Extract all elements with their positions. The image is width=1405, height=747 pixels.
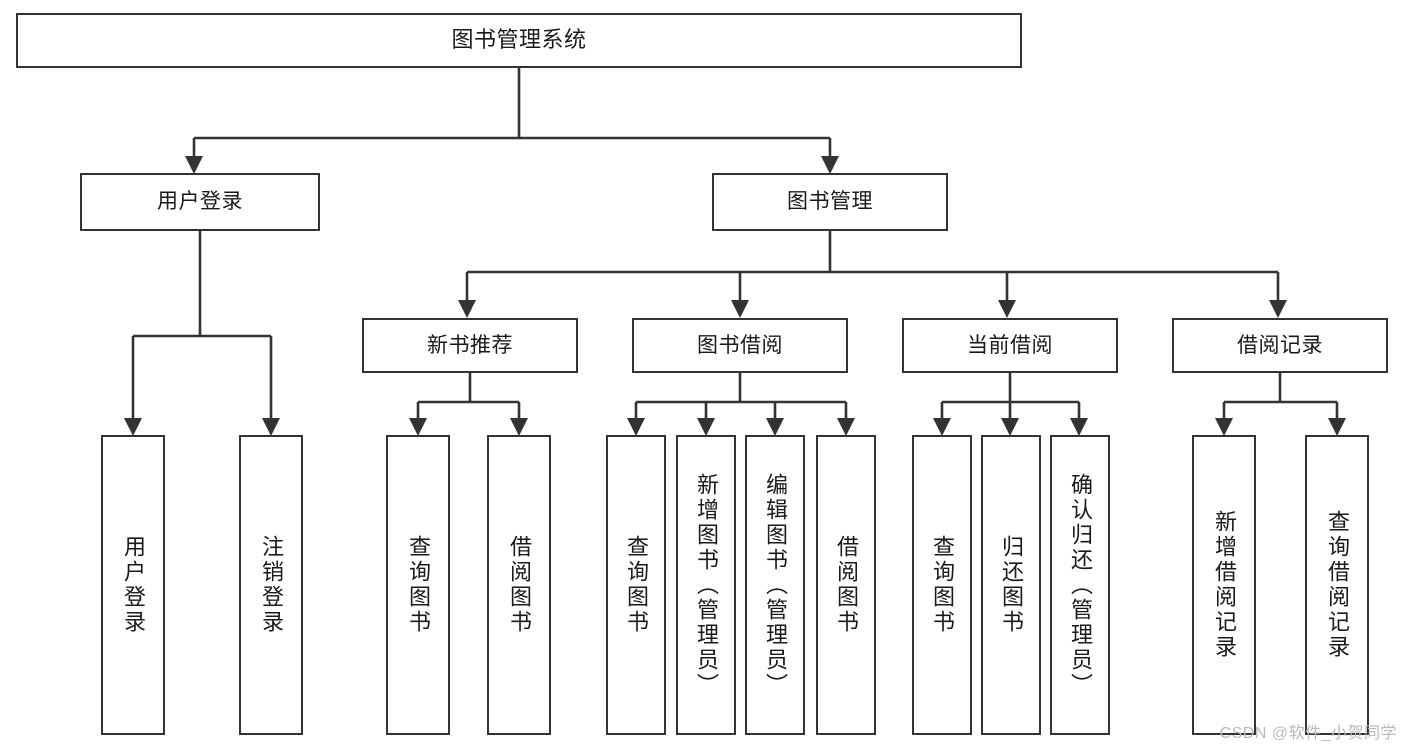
arrow-leaf-query-book-2 <box>627 418 645 436</box>
node-book-borrow[interactable]: 图书借阅 <box>632 318 848 373</box>
node-leaf-add-record[interactable]: 新增借阅记录 <box>1192 435 1256 735</box>
arrow-user-login <box>185 156 203 174</box>
node-label: 查询图书 <box>406 535 431 635</box>
node-label: 当前借阅 <box>967 333 1053 357</box>
arrow-book-borrow <box>731 300 749 318</box>
arrow-leaf-borrow-book-2 <box>837 418 855 436</box>
arrow-leaf-query-book-1 <box>409 418 427 436</box>
node-leaf-query-book-1[interactable]: 查询图书 <box>386 435 450 735</box>
node-label: 编辑图书（管理员） <box>763 472 788 698</box>
node-leaf-confirm-return[interactable]: 确认归还（管理员） <box>1050 435 1110 735</box>
arrow-leaf-confirm-return <box>1070 418 1088 436</box>
node-label: 新增借阅记录 <box>1212 510 1237 660</box>
node-label: 新书推荐 <box>427 333 513 357</box>
node-label: 新增图书（管理员） <box>694 472 719 698</box>
node-leaf-logout-login[interactable]: 注销登录 <box>239 435 303 735</box>
node-label: 确认归还（管理员） <box>1068 472 1093 698</box>
arrow-new-book-recommend <box>458 300 476 318</box>
node-label: 查询图书 <box>930 535 955 635</box>
arrow-leaf-user-login <box>124 418 142 436</box>
node-user-login[interactable]: 用户登录 <box>80 173 320 231</box>
node-label: 借阅图书 <box>834 535 859 635</box>
arrow-current-borrow <box>998 300 1016 318</box>
node-label: 查询借阅记录 <box>1325 510 1350 660</box>
node-label: 用户登录 <box>121 535 146 635</box>
node-borrow-record[interactable]: 借阅记录 <box>1172 318 1388 373</box>
node-label: 注销登录 <box>259 535 284 635</box>
node-new-book-recommend[interactable]: 新书推荐 <box>362 318 578 373</box>
arrow-leaf-add-book <box>697 418 715 436</box>
node-leaf-borrow-book-2[interactable]: 借阅图书 <box>816 435 876 735</box>
node-label: 借阅记录 <box>1237 333 1323 357</box>
arrow-leaf-query-record <box>1328 418 1346 436</box>
node-leaf-return-book[interactable]: 归还图书 <box>981 435 1041 735</box>
node-leaf-borrow-book-1[interactable]: 借阅图书 <box>487 435 551 735</box>
node-leaf-query-record[interactable]: 查询借阅记录 <box>1305 435 1369 735</box>
node-label: 用户登录 <box>157 190 243 214</box>
node-book-management[interactable]: 图书管理 <box>712 173 948 231</box>
node-root-system[interactable]: 图书管理系统 <box>16 13 1022 68</box>
arrow-leaf-query-book-3 <box>933 418 951 436</box>
arrow-leaf-return-book <box>1001 418 1019 436</box>
arrow-leaf-edit-book <box>766 418 784 436</box>
csdn-watermark: CSDN @软件_小贺同学 <box>1219 725 1397 742</box>
node-leaf-query-book-3[interactable]: 查询图书 <box>912 435 972 735</box>
node-label: 图书借阅 <box>697 333 783 357</box>
node-leaf-user-login[interactable]: 用户登录 <box>101 435 165 735</box>
node-label: 查询图书 <box>624 535 649 635</box>
node-label: 图书管理 <box>787 190 873 214</box>
node-leaf-edit-book[interactable]: 编辑图书（管理员） <box>745 435 805 735</box>
node-current-borrow[interactable]: 当前借阅 <box>902 318 1118 373</box>
arrow-book-management <box>821 156 839 174</box>
arrow-leaf-borrow-book-1 <box>510 418 528 436</box>
node-label: 归还图书 <box>999 535 1024 635</box>
node-leaf-query-book-2[interactable]: 查询图书 <box>606 435 666 735</box>
node-label: 借阅图书 <box>507 535 532 635</box>
arrow-leaf-add-record <box>1215 418 1233 436</box>
arrow-leaf-logout-login <box>262 418 280 436</box>
node-label: 图书管理系统 <box>451 27 587 53</box>
node-leaf-add-book[interactable]: 新增图书（管理员） <box>676 435 736 735</box>
arrow-borrow-record <box>1269 300 1287 318</box>
